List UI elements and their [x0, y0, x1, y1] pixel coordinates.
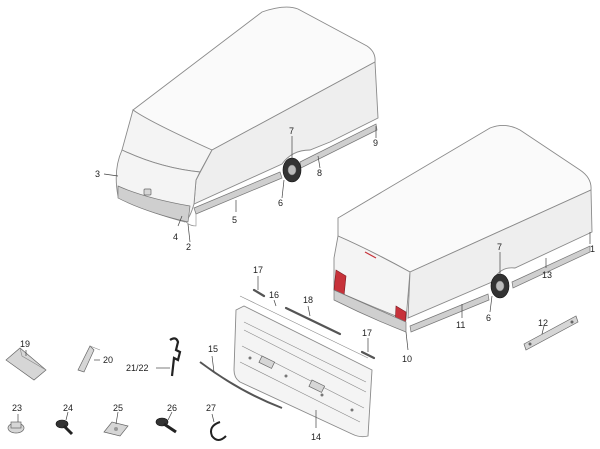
callout-1: 1: [590, 244, 595, 254]
callout-7-front: 7: [289, 126, 294, 136]
clip-17-lower: [360, 350, 376, 360]
callout-10: 10: [402, 354, 412, 364]
callout-9: 9: [373, 138, 378, 148]
seal-profile-21-22: [169, 337, 182, 377]
callout-11: 11: [456, 320, 465, 330]
callout-23: 23: [12, 403, 22, 413]
front-badge: [143, 188, 152, 196]
callout-27: 27: [206, 403, 216, 413]
callout-15: 15: [208, 344, 218, 354]
callout-20: 20: [103, 355, 113, 365]
callout-14: 14: [311, 432, 321, 442]
callout-12: 12: [538, 318, 548, 328]
grommet-23: [7, 421, 25, 434]
callout-3: 3: [95, 169, 100, 179]
callout-19: 19: [20, 339, 30, 349]
callout-16: 16: [269, 290, 279, 300]
callout-26: 26: [167, 403, 177, 413]
callout-7-rear: 7: [497, 242, 502, 252]
callout-8: 8: [317, 168, 322, 178]
van-rear-view: [333, 125, 593, 333]
seal-strip-15: [199, 361, 283, 409]
clip-17-upper: [252, 288, 266, 298]
callout-4: 4: [173, 232, 178, 242]
callout-5: 5: [232, 215, 237, 225]
callout-18: 18: [303, 295, 313, 305]
callout-6-rear: 6: [486, 313, 491, 323]
callout-24: 24: [63, 403, 73, 413]
callout-labels: 3 4 2 5 6 7 8 9 10 11 6 7 13 1 12 14 15 …: [12, 126, 595, 442]
screw-26: [155, 417, 177, 434]
seal-strip-16: [239, 295, 369, 359]
callout-2: 2: [186, 242, 191, 252]
van-front-view: [115, 6, 379, 227]
side-strip-12: [523, 315, 579, 351]
callout-13: 13: [542, 270, 552, 280]
callout-6-front: 6: [278, 198, 283, 208]
clip-20: [77, 345, 95, 373]
callout-17-upper: 17: [253, 265, 263, 275]
callout-21-22: 21/22: [126, 363, 149, 373]
callout-17-lower: 17: [362, 328, 372, 338]
rear-bumper-panel: [233, 305, 373, 438]
callout-25: 25: [113, 403, 123, 413]
screw-24: [55, 419, 74, 436]
leader-lines: [17, 126, 591, 428]
trim-strip-18: [284, 306, 342, 336]
clip-27: [210, 421, 227, 441]
